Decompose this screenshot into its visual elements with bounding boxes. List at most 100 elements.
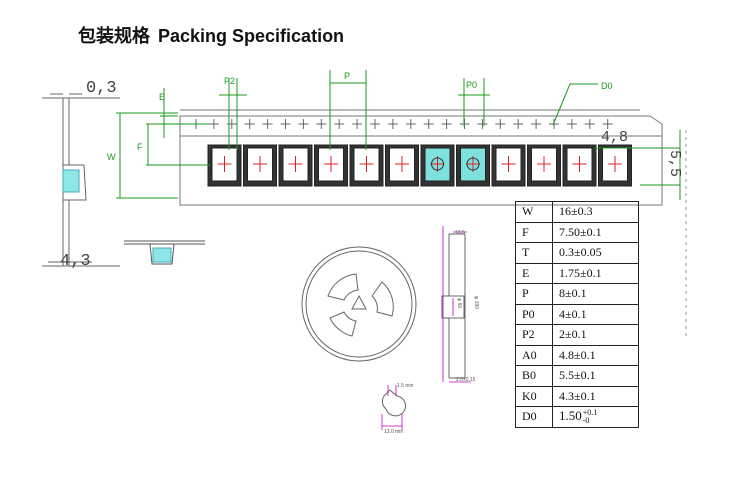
reel-bottom-dimension: 2.0±0.15: [456, 377, 476, 383]
spec-value: 0.3±0.05: [552, 242, 639, 264]
pocket-profile-view: [124, 240, 205, 265]
spec-symbol: T: [515, 242, 553, 264]
spec-symbol: F: [515, 221, 553, 243]
spec-symbol: P0: [515, 303, 553, 325]
sprocket-hole: [566, 119, 577, 129]
spec-value: 4.8±0.1: [552, 344, 639, 366]
sprocket-hole: [602, 119, 613, 129]
spec-symbol: A0: [515, 344, 553, 366]
title-english: Packing Specification: [158, 26, 345, 46]
label-p: P: [344, 71, 350, 81]
component-pocket: [420, 144, 455, 187]
title-chinese: 包装规格: [78, 26, 150, 46]
spec-symbol: P2: [515, 324, 553, 346]
reel-front-view: [301, 246, 417, 362]
spec-value: 4.3±0.1: [552, 385, 639, 407]
component-pocket: [278, 144, 313, 187]
component-pocket: [385, 144, 419, 187]
spec-value: 5.5±0.1: [552, 365, 639, 387]
reel-side-dimensions: [442, 226, 471, 383]
spec-symbol: W: [515, 201, 553, 223]
component-pocket: [349, 144, 384, 187]
spec-value: 1.75±0.1: [552, 262, 639, 284]
label-e: E: [159, 92, 165, 102]
spec-tolerance-minus: -0: [582, 416, 590, 426]
component-pocket: [243, 144, 277, 187]
tape-dimension-lines: [116, 70, 681, 200]
side-top-dimension: 0,3: [86, 79, 117, 98]
sprocket-hole: [316, 119, 327, 129]
sprocket-hole: [513, 119, 524, 129]
spec-value: 4±0.1: [552, 303, 639, 325]
component-pocket: [456, 144, 490, 187]
sprocket-hole: [262, 119, 273, 129]
component-pocket: [527, 144, 561, 187]
sprocket-hole: [405, 119, 416, 129]
component-pocket: [598, 144, 632, 187]
sprocket-hole-row: [191, 119, 613, 129]
sprocket-hole: [423, 119, 434, 129]
sprocket-hole: [352, 119, 363, 129]
tape-side-view: [42, 93, 120, 267]
sprocket-hole: [531, 119, 542, 129]
spec-symbol: E: [515, 262, 553, 284]
sprocket-hole: [441, 119, 452, 129]
dimension-b0: 5,5: [666, 150, 683, 177]
sprocket-hole: [280, 119, 291, 129]
tape-dimension-labels: W F E P2 P P0 D0: [107, 71, 613, 162]
spec-value: 7.50±0.1: [552, 221, 639, 243]
reel-hub-dimension: φ 60: [456, 298, 462, 308]
reel-top-dimension: 13.5: [455, 230, 465, 236]
component-pocket: [207, 144, 242, 187]
sprocket-hole: [387, 119, 398, 129]
arbor-bottom-dimension: 13.0 min: [384, 429, 403, 435]
sprocket-hole: [495, 119, 506, 129]
component-pocket: [562, 144, 597, 187]
spec-symbol: P: [515, 283, 553, 305]
spec-symbol: D0: [515, 406, 553, 428]
sprocket-hole: [244, 119, 255, 129]
spec-tolerance-plus: +0.1: [582, 408, 598, 418]
sprocket-hole: [477, 119, 488, 129]
label-p0: P0: [466, 80, 477, 90]
label-p2: P2: [224, 76, 235, 86]
page-title: 包装规格 Packing Specification: [78, 22, 344, 48]
sprocket-hole: [584, 119, 595, 129]
sprocket-hole: [549, 119, 559, 129]
spec-symbol: B0: [515, 365, 553, 387]
side-bottom-dimension: 4,3: [60, 252, 91, 271]
sprocket-hole: [226, 119, 237, 129]
arbor-dimension-lines: [381, 385, 403, 430]
dimension-a0: 4,8: [601, 129, 628, 146]
spec-symbol: K0: [515, 385, 553, 407]
spec-value: 2±0.1: [552, 324, 639, 346]
spec-value: 8±0.1: [552, 283, 639, 305]
spec-value: 1.50+0.1-0: [552, 406, 639, 428]
sprocket-hole: [370, 119, 380, 129]
arbor-hole-detail: [381, 389, 406, 417]
spec-value-base: 1.50: [559, 408, 582, 424]
component-pocket: [314, 144, 348, 187]
sprocket-hole: [298, 119, 309, 129]
label-d0: D0: [601, 81, 613, 91]
arbor-top-dimension: 1.5 min: [397, 383, 414, 389]
component-pocket: [491, 144, 526, 187]
spec-value: 16±0.3: [552, 201, 639, 223]
sprocket-hole: [208, 119, 219, 129]
pocket-row: [207, 144, 632, 187]
reel-diameter-dimension: φ 180: [473, 296, 479, 309]
label-f: F: [137, 142, 143, 152]
spec-tolerance: +0.1-0: [583, 409, 598, 425]
label-w: W: [107, 152, 116, 162]
